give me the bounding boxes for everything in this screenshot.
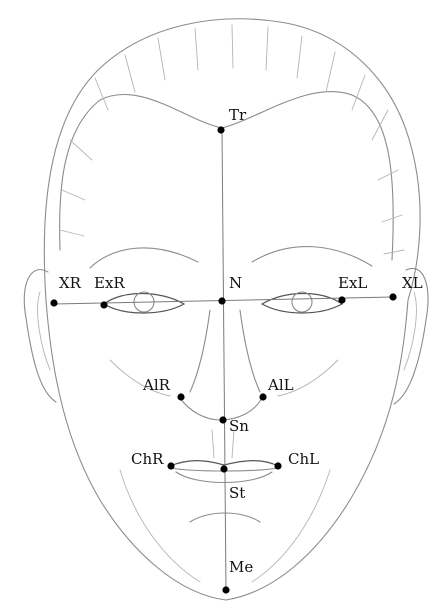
nose-base — [180, 398, 262, 420]
landmark-alr-point — [177, 393, 184, 400]
landmark-xr-label: XR — [59, 274, 82, 292]
landmark-me-point — [222, 586, 229, 593]
landmark-alr-label: AlR — [142, 376, 171, 394]
landmark-xr-point — [50, 299, 57, 306]
hairline — [60, 92, 394, 260]
upper-lip — [170, 461, 278, 466]
landmark-exr-label: ExR — [94, 274, 125, 292]
landmark-sn-point — [219, 416, 226, 423]
landmark-exl-label: ExL — [338, 274, 367, 292]
hair-strands — [60, 25, 404, 254]
lower-lip — [176, 472, 272, 483]
landmark-all-point — [259, 393, 266, 400]
midline — [222, 130, 226, 590]
landmark-tr-point — [217, 126, 224, 133]
landmark-st-label: St — [229, 484, 245, 502]
eye-left — [262, 294, 342, 314]
jaw-left — [252, 470, 330, 582]
landmark-all-label: AlL — [267, 376, 294, 394]
landmark-me-label: Me — [229, 558, 253, 576]
landmark-n-point — [218, 297, 225, 304]
landmark-xl-label: XL — [402, 274, 423, 292]
landmark-sn-label: Sn — [229, 417, 249, 435]
jaw-right — [120, 470, 200, 582]
landmark-st-point — [220, 465, 227, 472]
landmark-tr-label: Tr — [229, 106, 247, 124]
brow-left — [252, 247, 372, 266]
landmark-chr-label: ChR — [131, 450, 164, 468]
eye-right — [104, 294, 184, 314]
landmark-chr-point — [167, 462, 174, 469]
landmark-labels: Tr XR ExR N ExL XL AlR AlL Sn ChR ChL St… — [59, 106, 423, 576]
landmark-n-label: N — [229, 274, 242, 292]
landmark-exr-point — [100, 301, 107, 308]
nose-bridge — [190, 310, 260, 392]
ear-left-inner — [404, 292, 416, 370]
ear-right-inner — [38, 292, 50, 370]
landmark-xl-point — [389, 293, 396, 300]
brow-right — [90, 248, 198, 268]
landmark-chl-point — [274, 462, 281, 469]
iris-left — [292, 292, 312, 312]
landmark-chl-label: ChL — [288, 450, 319, 468]
landmark-exl-point — [338, 296, 345, 303]
